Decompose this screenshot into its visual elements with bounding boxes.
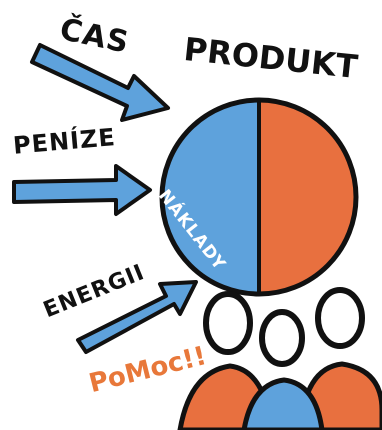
person-body [241,377,325,430]
cost-half [162,100,259,294]
time-arrow [30,43,170,122]
person-head [259,309,305,367]
product-half [259,100,356,294]
energy-arrow [76,280,198,354]
person-head [315,287,365,349]
product-circle [159,97,359,297]
money-arrow [12,164,152,216]
people-group [177,287,382,430]
person-head [203,291,253,355]
